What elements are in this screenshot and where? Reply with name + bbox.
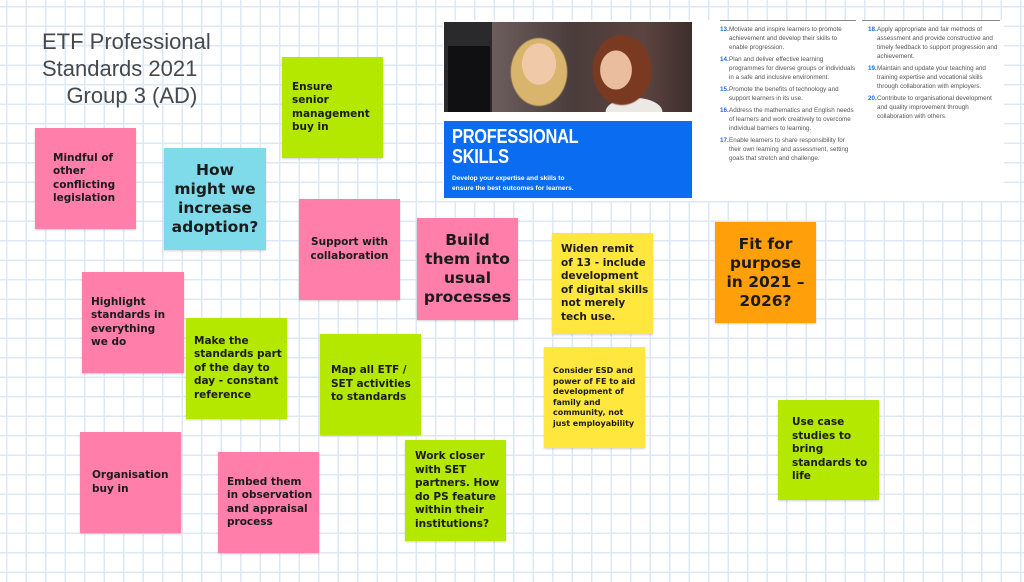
sticky-note-map-activities[interactable]: Map all ETF / SET activities to standard…	[320, 334, 421, 435]
note-text: How might we increase adoption?	[171, 161, 259, 236]
note-text: Build them into usual processes	[423, 231, 512, 306]
note-text: Make the standards part of the day to da…	[194, 334, 282, 401]
note-text: Map all ETF / SET activities to standard…	[331, 364, 411, 404]
standard-item-13: 13. Motivate and inspire learners to pro…	[720, 25, 856, 52]
note-text: Organisation buy in	[92, 469, 169, 495]
sticky-note-highlight-standards[interactable]: Highlight standards in everything we do	[82, 272, 184, 373]
standards-column-1: 13. Motivate and inspire learners to pro…	[720, 20, 856, 166]
standard-number: 15.	[720, 86, 729, 93]
standard-number: 13.	[720, 26, 729, 33]
note-text: Embed them in observation and appraisal …	[227, 475, 313, 529]
standard-item-18: 18. Apply appropriate and fair methods o…	[868, 25, 1000, 61]
standard-text: Address the mathematics and English need…	[729, 107, 854, 132]
sticky-note-senior-management[interactable]: Ensure senior management buy in	[282, 57, 383, 158]
standard-item-20: 20. Contribute to organisational develop…	[868, 94, 1000, 121]
note-text: Support with collaboration	[310, 236, 389, 262]
sticky-note-support-collaboration[interactable]: Support with collaboration	[299, 199, 400, 300]
sticky-note-build-processes[interactable]: Build them into usual processes	[417, 218, 518, 320]
sticky-note-consider-esd[interactable]: Consider ESD and power of FE to aid deve…	[544, 347, 645, 448]
sticky-note-embed-observation[interactable]: Embed them in observation and appraisal …	[218, 452, 319, 553]
standards-column-2: 18. Apply appropriate and fair methods o…	[862, 20, 1000, 124]
sticky-note-make-standards-part[interactable]: Make the standards part of the day to da…	[186, 318, 287, 419]
note-text: Mindful of other conflicting legislation	[53, 151, 116, 205]
banner-subtitle: Develop your expertise and skills to ens…	[452, 175, 574, 192]
standard-number: 19.	[868, 65, 877, 72]
standard-item-15: 15. Promote the benefits of technology a…	[720, 85, 856, 103]
banner-headline: PROFESSIONAL SKILLS	[452, 126, 579, 168]
standard-item-19: 19. Maintain and update your teaching an…	[868, 64, 1000, 91]
board-title[interactable]: ETF Professional Standards 2021 Group 3 …	[42, 29, 211, 108]
note-text: Ensure senior management buy in	[292, 80, 370, 134]
standard-text: Motivate and inspire learners to promote…	[729, 26, 842, 51]
standard-number: 18.	[868, 26, 877, 33]
standard-text: Apply appropriate and fair methods of as…	[877, 26, 998, 60]
note-text: Fit for purpose in 2021 – 2026?	[726, 234, 805, 310]
note-text: Use case studies to bring standards to l…	[792, 416, 868, 483]
professional-skills-image[interactable]: PROFESSIONAL SKILLS Develop your experti…	[443, 20, 1004, 201]
standard-item-14: 14. Plan and deliver effective learning …	[720, 55, 856, 82]
standard-item-17: 17. Enable learners to share responsibil…	[720, 136, 856, 163]
note-text: Work closer with SET partners. How do PS…	[415, 450, 500, 530]
standard-number: 20.	[868, 95, 877, 102]
standard-number: 16.	[720, 107, 729, 114]
computer-monitor-graphic	[448, 46, 490, 112]
standard-text: Plan and deliver effective learning prog…	[729, 56, 855, 81]
standard-number: 14.	[720, 56, 729, 63]
professional-skills-banner: PROFESSIONAL SKILLS Develop your experti…	[444, 121, 692, 198]
note-text: Widen remit of 13 - include development …	[561, 243, 649, 323]
standard-text: Maintain and update your teaching and tr…	[877, 65, 986, 90]
sticky-note-case-studies[interactable]: Use case studies to bring standards to l…	[778, 400, 879, 500]
standard-text: Promote the benefits of technology and s…	[729, 86, 839, 102]
standard-item-16: 16. Address the mathematics and English …	[720, 106, 856, 133]
sticky-note-organisation-buy-in[interactable]: Organisation buy in	[80, 432, 181, 533]
sticky-note-fit-for-purpose[interactable]: Fit for purpose in 2021 – 2026?	[715, 222, 816, 323]
sticky-note-widen-remit[interactable]: Widen remit of 13 - include development …	[552, 233, 653, 334]
standard-text: Enable learners to share responsibility …	[729, 137, 849, 162]
standard-number: 17.	[720, 137, 729, 144]
standard-text: Contribute to organisational development…	[877, 95, 992, 120]
note-text: Highlight standards in everything we do	[91, 295, 166, 349]
sticky-note-how-might-we[interactable]: How might we increase adoption?	[164, 148, 266, 250]
learners-photo	[444, 22, 692, 112]
note-text: Consider ESD and power of FE to aid deve…	[553, 366, 636, 428]
sticky-note-mindful[interactable]: Mindful of other conflicting legislation	[35, 128, 136, 229]
sticky-note-work-closer[interactable]: Work closer with SET partners. How do PS…	[405, 440, 506, 541]
